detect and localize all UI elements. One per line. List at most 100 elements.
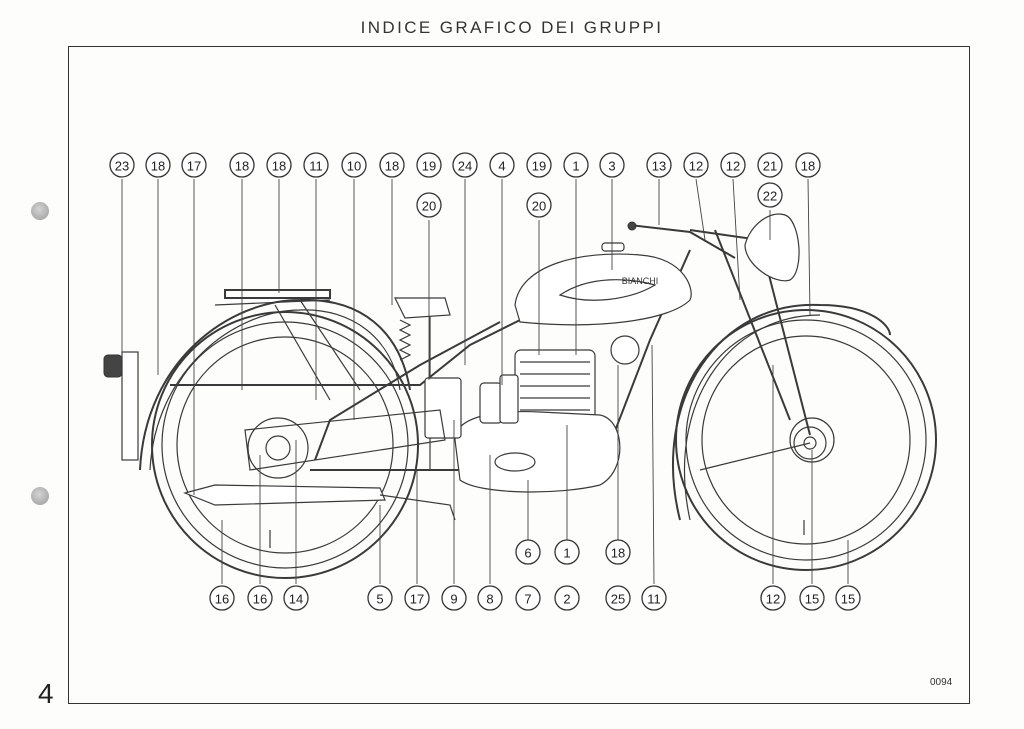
callout-circle [181,152,207,178]
top-callout-2: 17 [181,152,207,178]
bottom-callout-7: 6 [515,539,541,565]
punch-hole-top [31,202,49,220]
bottom-callout-6: 8 [477,585,503,611]
bottom-callout-0: 16 [209,585,235,611]
callout-number: 1 [563,546,570,561]
callout-circle [452,152,478,178]
callout-number: 23 [115,159,129,174]
callout-number: 12 [689,159,703,174]
callout-circle [605,585,631,611]
callout-circle [247,585,273,611]
diagram-frame [68,46,970,704]
callout-number: 15 [805,592,819,607]
license-plate [121,351,139,461]
callout-circle [599,152,625,178]
top-callout-15: 3 [599,152,625,178]
callout-number: 20 [422,199,436,214]
bottom-callout-4: 17 [404,585,430,611]
bottom-callout-16: 15 [835,585,861,611]
top-callout-19: 21 [757,152,783,178]
bottom-callout-15: 15 [799,585,825,611]
callout-circle [341,152,367,178]
callout-circle [515,539,541,565]
bottom-callout-3: 5 [367,585,393,611]
top-callout-16: 13 [646,152,672,178]
callout-circle [554,539,580,565]
top-callout-9: 20 [416,192,442,218]
callout-circle [109,152,135,178]
callout-circle [283,585,309,611]
callout-number: 11 [647,592,661,607]
callout-circle [605,539,631,565]
callout-number: 15 [841,592,855,607]
callout-circle [799,585,825,611]
callout-number: 2 [563,592,570,607]
callout-number: 19 [532,159,546,174]
bottom-callout-11: 18 [605,539,631,565]
callout-number: 7 [524,592,531,607]
bottom-callout-5: 9 [441,585,467,611]
callout-number: 1 [572,159,579,174]
bottom-callout-2: 14 [283,585,309,611]
punch-hole-bottom [31,487,49,505]
callout-number: 4 [498,159,505,174]
callout-number: 22 [763,189,777,204]
chain-guard [244,409,446,471]
top-callout-14: 1 [563,152,589,178]
callout-circle [266,152,292,178]
page-number: 4 [38,678,54,709]
callout-circle [554,585,580,611]
callout-circle [757,182,783,208]
callout-circle [641,585,667,611]
top-callout-17: 12 [683,152,709,178]
callout-circle [835,585,861,611]
callout-number: 19 [422,159,436,174]
toolbox [424,377,462,439]
callout-circle [441,585,467,611]
callout-number: 17 [410,592,424,607]
bottom-callout-9: 1 [554,539,580,565]
callout-number: 17 [187,159,201,174]
bottom-callout-8: 7 [515,585,541,611]
callout-circle [646,152,672,178]
callout-circle [683,152,709,178]
callout-circle [379,152,405,178]
top-callout-0: 23 [109,152,135,178]
top-callout-6: 10 [341,152,367,178]
rear-fender [139,298,411,471]
front-fender [671,303,891,521]
callout-circle [515,585,541,611]
leader-lines [121,178,849,585]
callout-circle [795,152,821,178]
callout-number: 10 [347,159,361,174]
callout-number: 18 [385,159,399,174]
top-callout-18: 12 [720,152,746,178]
callout-number: 18 [801,159,815,174]
callout-circle [526,192,552,218]
callout-number: 14 [289,592,303,607]
callout-circle [760,585,786,611]
callout-number: 25 [611,592,625,607]
callout-number: 8 [486,592,493,607]
horn [610,335,640,365]
engine [454,349,621,493]
callout-circle [416,152,442,178]
callout-circle [229,152,255,178]
callout-circle [757,152,783,178]
callout-circle [145,152,171,178]
rear-carrier [224,289,331,299]
callout-circle [526,152,552,178]
saddle-spring [398,319,412,361]
top-callout-21: 18 [795,152,821,178]
headlight [744,213,800,282]
callout-circle [563,152,589,178]
callout-number: 11 [309,159,323,174]
callout-number: 12 [726,159,740,174]
callout-number: 13 [652,159,666,174]
saddle [394,297,451,319]
fuel-tank [514,253,692,326]
bottom-callout-1: 16 [247,585,273,611]
